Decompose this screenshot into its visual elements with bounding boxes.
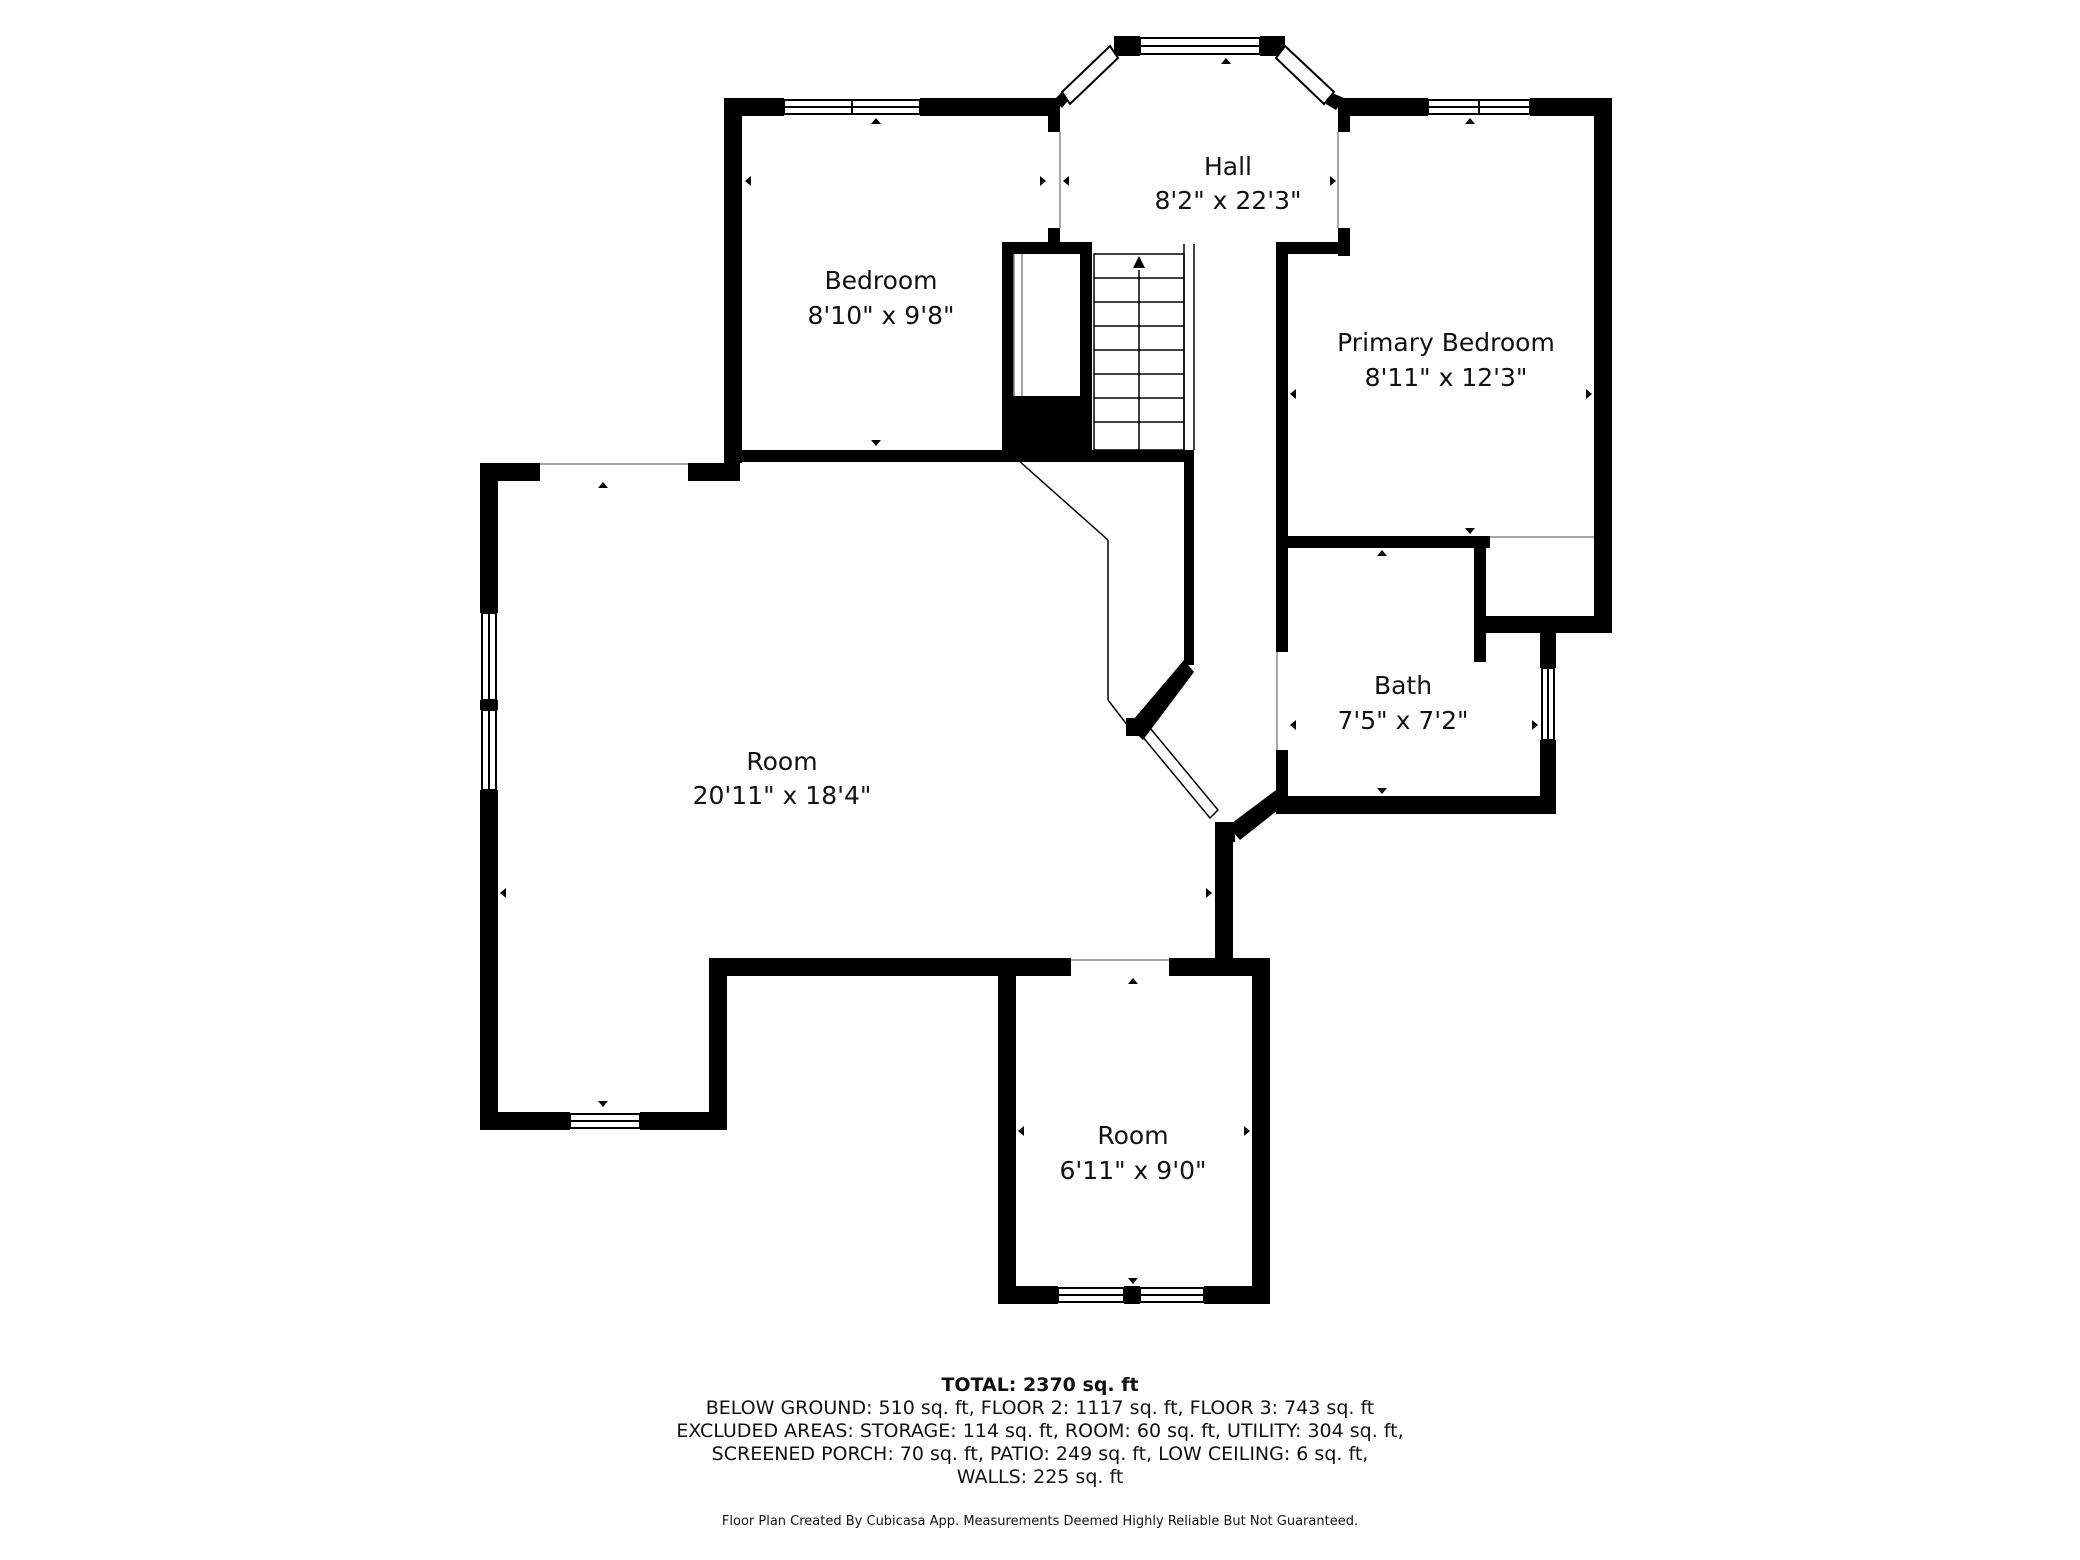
stair-up-arrow: [1133, 256, 1145, 268]
wall-bath-right-bottom: [1540, 740, 1556, 814]
wall-primary-left: [1276, 242, 1288, 542]
summary-line: BELOW GROUND: 510 sq. ft, FLOOR 2: 1117 …: [705, 1397, 1375, 1419]
wall-small-room-bottom-left: [998, 1286, 1058, 1304]
wall-closet2-bottom: [1474, 616, 1612, 633]
window-hall-nw: [1060, 44, 1120, 106]
area-summary: TOTAL: 2370 sq. ft BELOW GROUND: 510 sq.…: [0, 1374, 2080, 1489]
wall-bedroom-right-bottom: [1048, 228, 1060, 244]
wall-small-room-bottom-right: [1204, 1286, 1270, 1304]
wall-large-room-left-bottom: [480, 790, 498, 1130]
bedroom-dims: 8'10" x 9'8": [808, 301, 955, 330]
room-large-name: Room: [746, 747, 817, 776]
primary-bedroom-name: Primary Bedroom: [1337, 328, 1555, 357]
dimension-markers: [500, 58, 1592, 1284]
wall-angled-lower: [1128, 660, 1194, 740]
wall-bedroom-top-left: [724, 98, 784, 116]
summary-line: SCREENED PORCH: 70 sq. ft, PATIO: 249 sq…: [711, 1443, 1369, 1465]
window-hall-ne: [1274, 44, 1336, 106]
wall-primary-bottom: [1276, 536, 1490, 548]
bedroom-name: Bedroom: [824, 266, 937, 295]
wall-large-room-top-right: [688, 463, 740, 481]
hall-dims: 8'2" x 22'3": [1155, 186, 1302, 215]
wall-hall-n-left: [1114, 36, 1140, 56]
summary-line: WALLS: 225 sq. ft: [956, 1466, 1124, 1488]
wall-stair-right: [1184, 450, 1194, 665]
wall-closet-top: [1002, 242, 1092, 254]
disclaimer: Floor Plan Created By Cubicasa App. Meas…: [721, 1514, 1359, 1529]
wall-large-room-bottom-right: [640, 1112, 727, 1130]
wall-primary-top-left: [1338, 98, 1428, 116]
bath-name: Bath: [1374, 671, 1432, 700]
wall-bedroom-top-right: [920, 98, 1050, 116]
wall-hall-n-right: [1260, 36, 1285, 56]
primary-bedroom-dims: 8'11" x 12'3": [1365, 363, 1528, 392]
wall-bath-bottom: [1276, 796, 1556, 814]
room-small-dims: 6'11" x 9'0": [1060, 1156, 1207, 1185]
wall-large-room-right: [1215, 825, 1233, 976]
windows: [481, 37, 1555, 1303]
wall-large-room-bottom-mid: [709, 958, 1071, 976]
hall-name: Hall: [1204, 152, 1252, 181]
summary-line: EXCLUDED AREAS: STORAGE: 114 sq. ft, ROO…: [676, 1420, 1404, 1442]
walls: [480, 36, 1612, 1304]
total-area: TOTAL: 2370 sq. ft: [941, 1374, 1139, 1396]
wall-small-room-left: [998, 958, 1016, 1304]
wall-bedroom-left: [724, 98, 742, 463]
wall-bath-right-top: [1540, 628, 1556, 668]
wall-bath-corner: [1228, 790, 1288, 840]
wall-hall-lower-stub: [1215, 822, 1235, 842]
wall-bath-left-top: [1276, 536, 1288, 652]
room-large-dims: 20'11" x 18'4": [693, 781, 872, 810]
wall-large-room-left-top: [480, 463, 498, 613]
wall-bedroom-bottom: [724, 450, 1194, 462]
wall-hall-corner: [1276, 242, 1350, 254]
wall-primary-right: [1594, 98, 1612, 633]
stair-diagonal: [1017, 459, 1109, 541]
wall-large-room-left-mid: [480, 700, 498, 710]
wall-primary-top-right: [1530, 98, 1612, 116]
wall-hall-nw: [1050, 100, 1060, 132]
wall-small-room-bottom-mid: [1124, 1286, 1140, 1304]
wall-large-room-bottom-left: [480, 1112, 570, 1130]
room-labels: Hall 8'2" x 22'3" Bedroom 8'10" x 9'8" P…: [693, 152, 1555, 1185]
bath-dims: 7'5" x 7'2": [1337, 706, 1468, 735]
wall-small-room-right: [1252, 958, 1270, 1304]
wall-closet2-left: [1474, 536, 1486, 662]
wall-angled-stub: [1126, 718, 1142, 736]
wall-large-room-notch: [709, 958, 727, 1130]
room-small-name: Room: [1097, 1121, 1168, 1150]
openings: [540, 132, 1594, 961]
closet-solid: [1002, 396, 1092, 452]
stairs: [1017, 244, 1195, 727]
